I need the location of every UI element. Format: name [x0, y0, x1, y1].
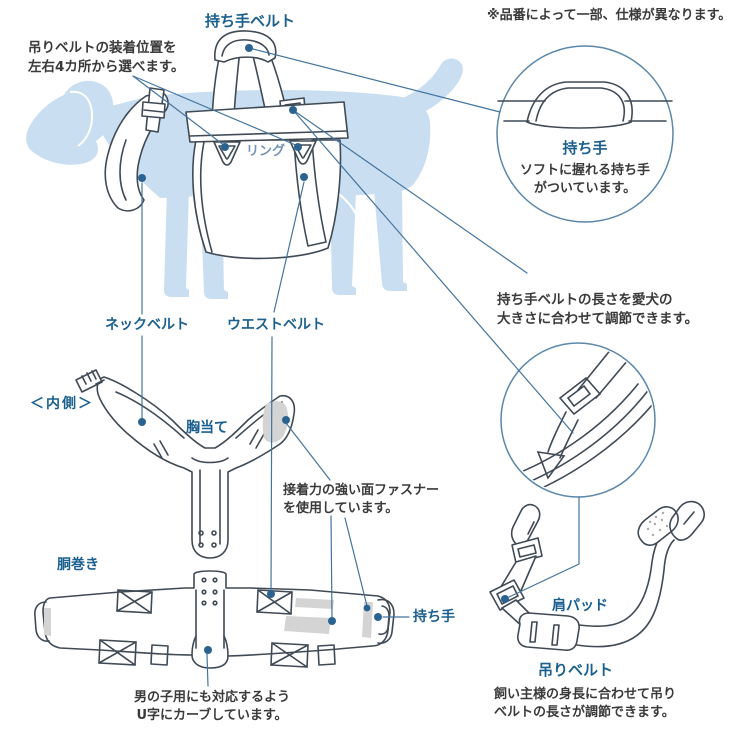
label-inner-side: ＜内側＞: [30, 396, 94, 412]
body-wrap-drawing: [34, 570, 395, 669]
annotation-hanging-belt-adjust: 飼い主様の身長に合わせて吊り ベルトの長さが調節できます。: [494, 686, 676, 723]
harness-body-drawing: [185, 101, 349, 260]
label-handle-belt: 持ち手ベルト: [205, 12, 296, 30]
neck-piece-drawing: [104, 87, 169, 212]
harness-drawing: [104, 30, 349, 260]
strap-buckle-icon: [98, 589, 336, 668]
leader-lines: [132, 47, 580, 687]
label-hanging-belt: 吊りベルト: [538, 661, 614, 679]
annotation-line: 持ち手ベルトの長さを愛犬の: [497, 292, 673, 308]
annotation-line: 吊りベルトの装着位置を: [28, 40, 177, 56]
annotation-line: 左右4カ所から選べます。: [28, 59, 185, 76]
annotation-velcro: 接着力の強い面ファスナー を使用しています。: [283, 482, 439, 519]
label-ring: リング: [246, 144, 286, 159]
annotation-handle-belt-adjust: 持ち手ベルトの長さを愛犬の 大きさに合わせて調節できます。: [497, 291, 698, 329]
chest-buckle-icon: [75, 369, 105, 393]
label-chest-pad: 胸当て: [186, 420, 228, 436]
detail-circle-adjuster: [500, 342, 656, 498]
marker-dots: [138, 44, 509, 654]
velcro-patch: [262, 401, 289, 443]
annotation-line: ソフトに握れる持ち手: [519, 163, 650, 178]
inset-handle-desc: ソフトに握れる持ち手 がついています。: [495, 162, 675, 199]
annotation-u-shape: 男の子用にも対応するよう U字にカーブしています。: [124, 689, 300, 726]
annotation-line: 男の子用にも対応するよう: [133, 690, 290, 705]
hanging-belt-drawing: [489, 500, 705, 651]
label-shoulder-pad: 肩パッド: [552, 598, 608, 614]
annotation-line: 飼い主様の身長に合わせて吊り: [494, 687, 677, 702]
carabiner-right-icon: [669, 500, 705, 541]
shoulder-pad-icon: [517, 612, 580, 651]
label-waist-belt: ウエストベルト: [227, 317, 325, 333]
label-body-wrap: 胴巻き: [57, 557, 99, 573]
handle-icon: [497, 81, 673, 129]
end-handle-icon: [34, 598, 395, 644]
annotation-line: U字にカーブしています。: [136, 708, 288, 724]
inset-handle-title: 持ち手: [562, 139, 608, 157]
annotation-line: を使用しています。: [283, 501, 399, 517]
d-ring-left-icon: [213, 141, 241, 166]
annotation-line: 大きさに合わせて調節できます。: [497, 311, 699, 328]
annotation-line: 接着力の強い面ファスナー: [283, 483, 440, 498]
belt-pad-icon: [637, 506, 679, 546]
detail-circle-handle: [496, 45, 674, 223]
label-handle-bottom: 持ち手: [413, 609, 455, 625]
annotation-line: がついています。: [533, 181, 637, 197]
label-neck-belt: ネックベルト: [105, 317, 189, 333]
annotation-hanging-position: 吊りベルトの装着位置を 左右4カ所から選べます。: [28, 39, 185, 77]
velcro-patch: [44, 598, 373, 638]
annotation-line: ベルトの長さが調節できます。: [494, 705, 675, 721]
spec-note: ※品番によって一部、仕様が異なります。: [487, 8, 732, 23]
chest-pad-drawing: [75, 369, 296, 559]
